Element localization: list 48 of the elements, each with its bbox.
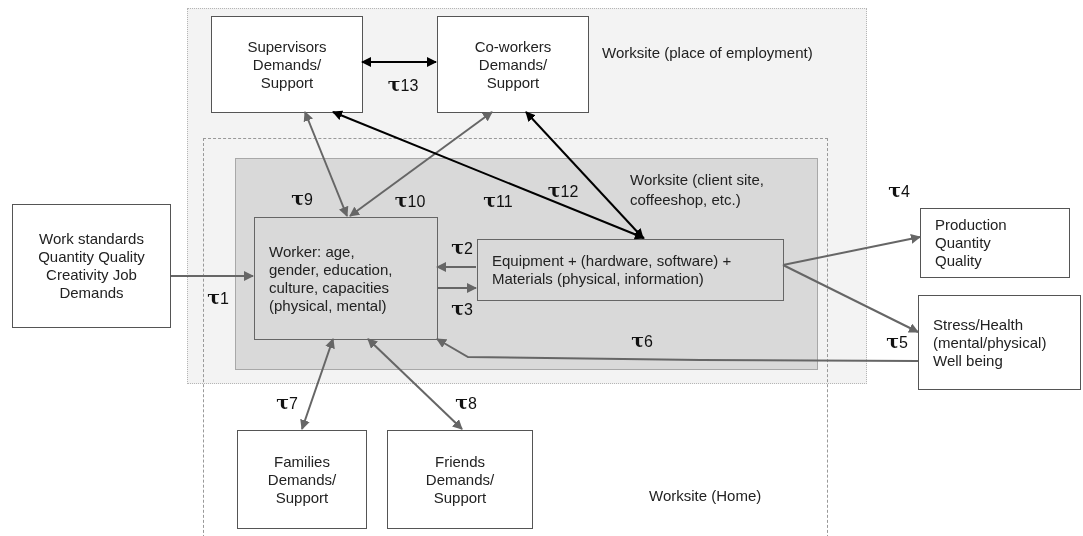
process-box — [12, 204, 171, 328]
edge-label: τ11 — [483, 189, 513, 211]
box-label: Worker: age, gender, education, culture, capacities (physical, mental) — [269, 242, 394, 315]
edge-label: τ10 — [394, 189, 426, 211]
box-label: Friends Demands/ Support — [424, 452, 496, 507]
edge-label: τ2 — [451, 236, 473, 258]
edge-label: τ13 — [387, 73, 419, 95]
process-box — [437, 16, 589, 113]
arrow — [300, 338, 335, 430]
arrow — [361, 57, 437, 67]
arrow — [303, 111, 349, 217]
box-label: Families Demands/ Support — [266, 452, 338, 507]
arrow — [367, 338, 463, 430]
box-label: Work standards Quantity Quality Creativity Job Demands — [37, 230, 146, 302]
arrow — [525, 111, 644, 239]
edge-label: τ7 — [276, 391, 298, 413]
arrow — [349, 111, 493, 217]
worksite-panel — [235, 158, 818, 370]
arrow — [332, 110, 645, 240]
arrow — [170, 271, 254, 281]
edge-label: τ3 — [451, 297, 473, 319]
box-label: Production Quantity Quality — [935, 216, 1008, 270]
edge-label: τ9 — [291, 187, 313, 209]
process-box — [211, 16, 363, 113]
box-label: Equipment + (hardware, software) + Materials (physical, information) — [492, 252, 733, 288]
edge-label: τ1 — [207, 286, 229, 308]
arrow — [436, 338, 919, 362]
process-box — [918, 295, 1081, 390]
edge-label: τ8 — [455, 391, 477, 413]
box-label: Supervisors Demands/ Support — [246, 37, 328, 92]
box-label: Co-workers Demands/ Support — [473, 37, 553, 92]
arrow — [436, 283, 477, 293]
edge-label: τ4 — [888, 179, 910, 201]
region-label: Worksite (client site, coffeeshop, etc.) — [630, 170, 765, 209]
process-box — [920, 208, 1070, 278]
process-box — [254, 217, 438, 340]
process-box — [387, 430, 533, 529]
arrow — [782, 233, 921, 266]
process-box — [477, 239, 784, 301]
arrow — [436, 262, 477, 272]
edge-label: τ6 — [631, 329, 653, 351]
process-box — [237, 430, 367, 529]
region-label: Worksite (Home) — [649, 486, 763, 506]
region-label: Worksite (place of employment) — [602, 43, 814, 63]
edge-label: τ5 — [886, 330, 908, 352]
arrow — [782, 264, 919, 333]
edge-label: τ12 — [547, 179, 579, 201]
box-label: Stress/Health (mental/physical) Well being — [933, 315, 1048, 370]
